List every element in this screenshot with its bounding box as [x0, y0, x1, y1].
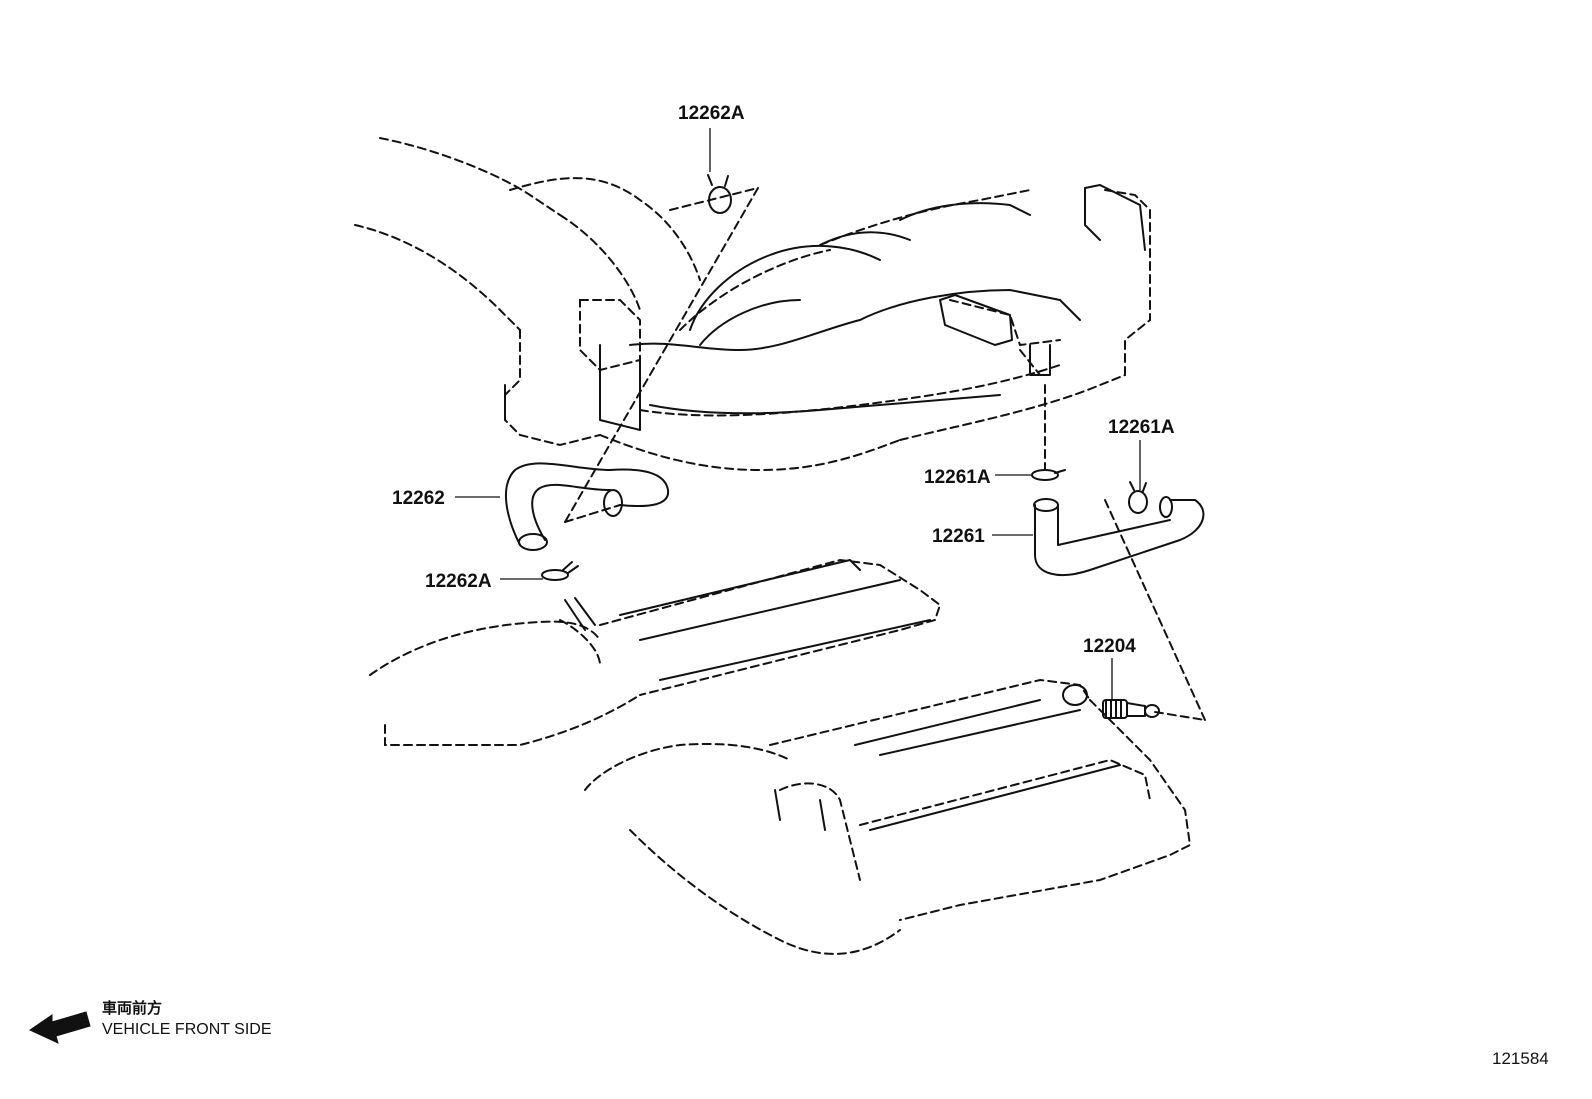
- intake-manifold-outline: [354, 137, 1151, 472]
- hose-12261[interactable]: [1033, 496, 1205, 576]
- clamp-12262a-upper[interactable]: [707, 174, 732, 214]
- hose-12262[interactable]: [504, 462, 670, 551]
- label-12261a-upper[interactable]: 12261A: [1108, 417, 1175, 438]
- pcv-valve-12204[interactable]: [1102, 699, 1160, 719]
- label-12262a-upper[interactable]: 12262A: [678, 103, 745, 124]
- arrow-left-icon: [28, 1011, 91, 1044]
- diagram-reference-number: 121584: [1492, 1049, 1549, 1068]
- manifold-solid-details: [504, 184, 1146, 431]
- connection-lines: [564, 187, 1206, 721]
- legend-japanese: 車両前方: [102, 999, 162, 1017]
- label-12262[interactable]: 12262: [392, 488, 445, 509]
- label-12262a-lower[interactable]: 12262A: [425, 571, 492, 592]
- part-labels: 12262A 12262 12262A 12261A 12261A 12261 …: [392, 103, 1175, 657]
- label-12261a-mid[interactable]: 12261A: [924, 467, 991, 488]
- label-12261[interactable]: 12261: [932, 526, 985, 547]
- leader-lines: [455, 128, 1141, 700]
- legend-english: VEHICLE FRONT SIDE: [102, 1021, 272, 1038]
- right-cylinder-head-outline: [584, 678, 1192, 955]
- clamp-12261a-mid[interactable]: [1031, 469, 1066, 481]
- label-12204[interactable]: 12204: [1083, 636, 1136, 657]
- head-solid-details: [564, 559, 1121, 831]
- vehicle-front-legend: 車両前方 VEHICLE FRONT SIDE: [28, 999, 272, 1044]
- clamp-12261a-upper[interactable]: [1128, 481, 1148, 514]
- clamp-12262a-lower[interactable]: [541, 561, 579, 581]
